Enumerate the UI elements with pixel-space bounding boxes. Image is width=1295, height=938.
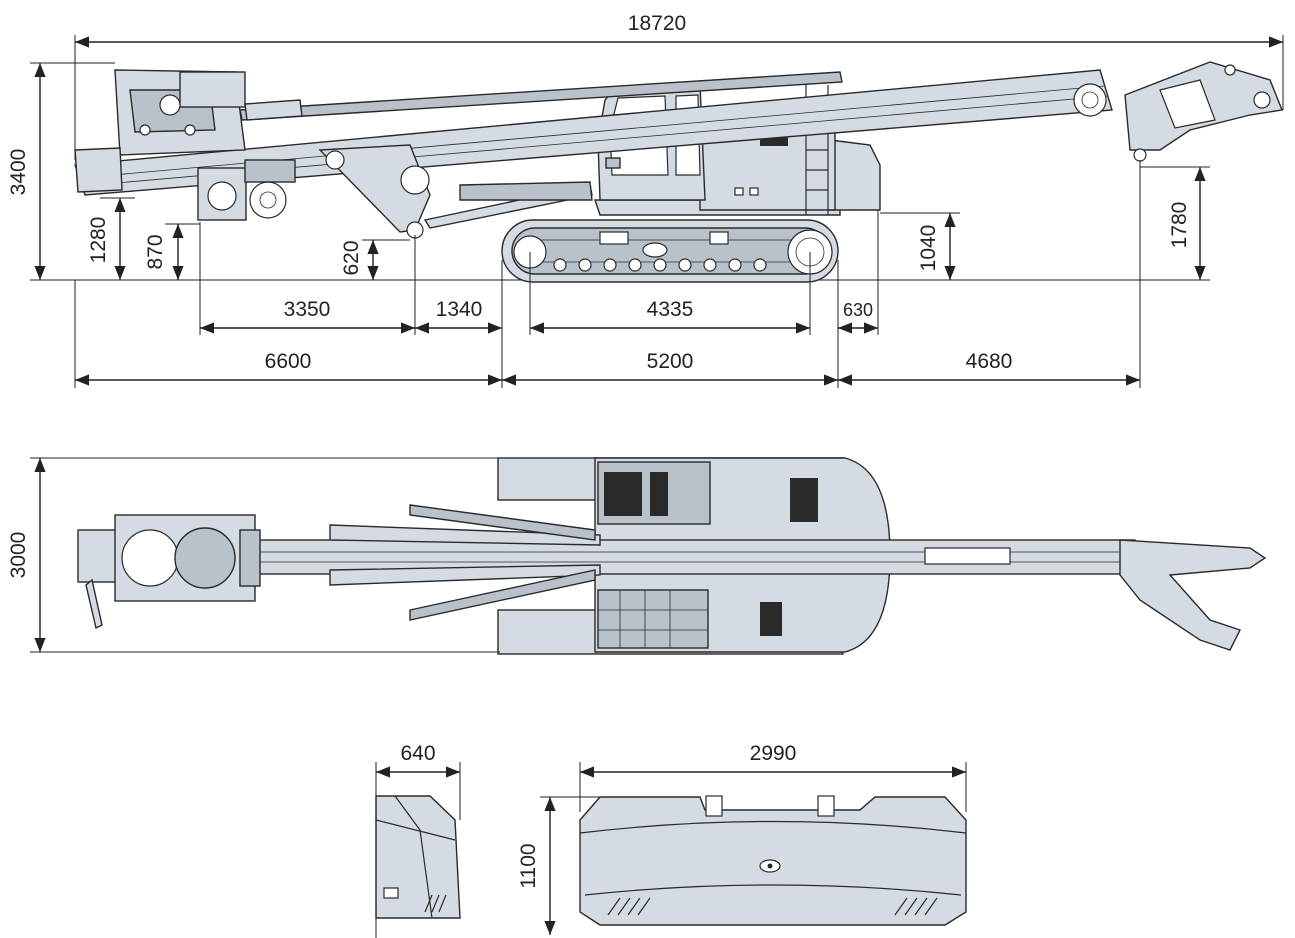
kinematics [318,144,593,239]
dim-cw-front-width: 2990 [750,742,797,765]
dim-cw-height: 1100 [517,843,540,888]
dim-rear-overhang: 6600 [265,350,312,373]
dim-tail-offset: 630 [843,300,873,320]
side-view: 18720 3400 1280 870 620 1040 1780 [7,12,1284,388]
dim-track-length: 5200 [647,350,694,373]
top-grill-3 [790,478,818,522]
dim-head-height: 1780 [1168,202,1191,249]
dim-track-center: 4335 [647,298,694,321]
dim-rear-to-pivot: 3350 [284,298,331,321]
mast-foot [74,147,123,193]
dim-pivot-height: 620 [340,240,363,275]
rotary-head-top [77,514,261,630]
dim-total-width: 3000 [7,532,30,579]
dim-front-overhang: 4680 [966,350,1013,373]
rear-winch [197,159,296,221]
dim-total-height: 3400 [7,149,30,196]
dim-total-length: 18720 [628,12,686,35]
dim-counterweight-clearance: 870 [144,234,167,269]
counterweight-side-view: 640 [375,742,461,938]
dim-mast-bottom-height: 1280 [87,217,110,264]
dim-pivot-to-track: 1340 [436,298,483,321]
counterweight-side [829,139,881,211]
dim-cw-side-width: 640 [400,742,435,765]
boom-head [1124,61,1283,162]
top-view: 3000 [7,457,1267,655]
dim-superstructure-clearance: 1040 [917,225,940,272]
rotary-head [114,69,246,156]
top-grill-2 [650,472,668,516]
top-grill-1 [604,472,642,516]
boom-head-top [1119,539,1267,651]
counterweight-front-view: 2990 1100 [517,742,967,935]
crawler-track [501,219,839,283]
